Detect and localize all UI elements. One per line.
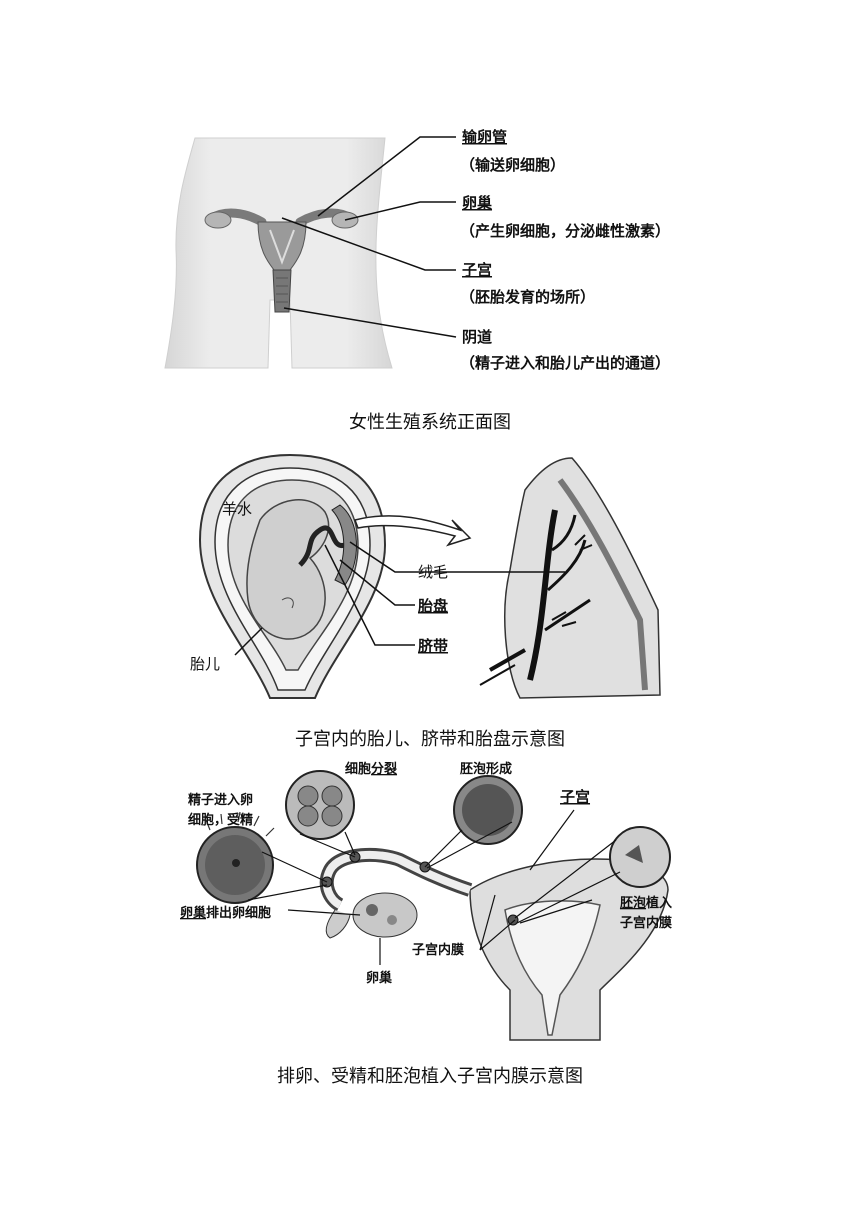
fetus-label: 胎儿 — [190, 655, 220, 673]
oviduct-desc: （输送卵细胞） — [460, 156, 565, 174]
cell-division-magnified — [285, 770, 355, 840]
vagina-desc: （精子进入和胎儿产出的通道） — [460, 354, 670, 372]
uterus-label: 子宫 — [462, 261, 492, 279]
villi-label: 绒毛 — [418, 563, 448, 581]
fetus-placenta-figure: 羊水 绒毛 胎盘 脐带 胎儿 — [190, 453, 661, 699]
fertilization-label-line2: 细胞，受精 — [188, 812, 253, 828]
leader-cord — [324, 544, 415, 646]
placenta-shape — [331, 504, 357, 586]
leader-uterus — [281, 217, 456, 271]
left-ovary — [204, 211, 232, 229]
figure3-caption: 排卵、受精和胚泡植入子宫内膜示意图 — [277, 1066, 583, 1087]
leader-vagina — [283, 307, 457, 338]
ovary-shape — [352, 892, 418, 938]
ovary-desc: （产生卵细胞，分泌雌性激素） — [460, 222, 670, 240]
villi-vessel — [527, 509, 558, 681]
leader-ovary — [344, 201, 456, 221]
figure1-caption: 女性生殖系统正面图 — [349, 412, 511, 433]
uterus-desc: （胚胎发育的场所） — [460, 288, 595, 306]
oviduct-label: 输卵管 — [462, 128, 507, 146]
ovary-label: 卵巢 — [462, 194, 492, 212]
blastocyst-formation-label: 胚泡形成 — [460, 761, 512, 777]
placenta-label: 胎盘 — [418, 597, 448, 615]
fertilization-label-line1: 精子进入卵 — [188, 792, 253, 808]
umbilical-cord-shape — [298, 525, 346, 567]
ovulation-fertilization-figure: 细胞分裂 胚泡形成 子宫 精子进入卵 细胞，受精 卵巢排出卵细胞 卵巢 子宫内膜… — [180, 761, 672, 1041]
vagina-label: 阴道 — [462, 328, 492, 346]
figure2-caption: 子宫内的胎儿、脐带和胎盘示意图 — [295, 729, 565, 750]
leader-fetus — [234, 627, 263, 656]
ovary-label: 卵巢 — [366, 970, 393, 986]
ovulation-label: 卵巢排出卵细胞 — [180, 905, 271, 921]
villi-zoom-panel — [504, 457, 661, 699]
cell-division-label: 细胞分裂 — [345, 761, 398, 777]
leader-placenta — [339, 559, 415, 606]
leader-villi — [349, 541, 565, 573]
leader-oviduct — [317, 136, 456, 217]
umbilical-cord-label: 脐带 — [418, 637, 448, 655]
fetus-shape — [246, 499, 330, 640]
amniotic-fluid-label: 羊水 — [222, 500, 252, 518]
vagina-shape — [272, 269, 292, 313]
uterus-label: 子宫 — [560, 788, 590, 806]
female-reproductive-system-figure: 输卵管 （输送卵细胞） 卵巢 （产生卵细胞，分泌雌性激素） 子宫 （胚胎发育的场… — [164, 128, 670, 372]
implantation-label-line2: 子宫内膜 — [620, 915, 672, 931]
implantation-label-line1: 胚泡植入 — [620, 895, 672, 911]
endometrium-label: 子宫内膜 — [412, 942, 464, 958]
zoom-arrow — [354, 515, 472, 547]
